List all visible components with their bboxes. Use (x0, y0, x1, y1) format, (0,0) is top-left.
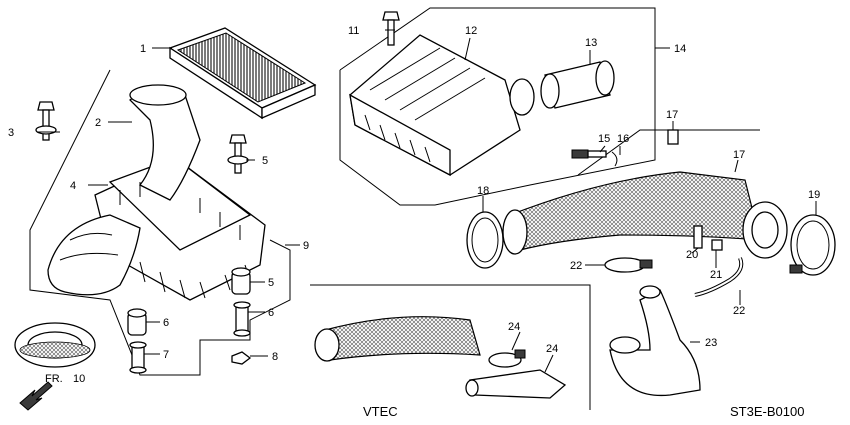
hose-clamp-upper[interactable] (604, 257, 653, 273)
callouts: 1 2 3 4 5 5 6 6 7 8 9 10 11 12 13 14 15 … (8, 25, 820, 419)
air-cleaner-cover[interactable] (349, 34, 535, 177)
callout-3: 14 (674, 43, 686, 55)
callout-22-center: 5 (262, 155, 268, 167)
vtec-tube[interactable] (465, 369, 567, 399)
callout-20: 15 (598, 133, 610, 145)
temp-sensor[interactable] (571, 149, 607, 159)
bolt-left[interactable] (35, 101, 57, 141)
callout-7: 1 (140, 43, 146, 55)
collar-right[interactable] (233, 301, 251, 337)
callout-8: 17 (733, 149, 745, 161)
callout-17-upper: 22 (570, 260, 582, 272)
callout-10: 9 (303, 240, 309, 252)
gasket-seal[interactable] (14, 322, 96, 368)
air-filter-element[interactable] (168, 27, 317, 120)
hose-clamp-lower[interactable] (488, 349, 526, 368)
callout-5-right: 5 (268, 277, 274, 289)
nut[interactable] (231, 351, 252, 365)
callout-11: 4 (70, 180, 76, 192)
callout-16: 24 (546, 343, 558, 355)
group-outline-upper-cover (339, 7, 656, 206)
intake-hose-main[interactable] (502, 171, 788, 259)
callout-1: 16 (617, 133, 629, 145)
connector-lower[interactable] (711, 239, 723, 251)
leader-lines (38, 29, 817, 373)
hose-clamp-ring[interactable] (466, 211, 504, 269)
hose-fitting[interactable] (693, 225, 703, 249)
resonator-sleeve[interactable] (540, 60, 615, 109)
hose-band-clamp[interactable] (789, 214, 836, 276)
front-direction-arrow: FR. (19, 373, 63, 411)
callout-12: 10 (73, 373, 85, 385)
grommet-left[interactable] (127, 308, 147, 336)
callout-2: 12 (465, 25, 477, 37)
callout-14: 2 (95, 117, 101, 129)
callout-22-left: 3 (8, 127, 14, 139)
bolt-center[interactable] (227, 134, 249, 174)
callout-6-right: 6 (268, 307, 274, 319)
sensor-clip[interactable] (611, 151, 618, 167)
vtec-label: VTEC (363, 404, 398, 419)
callout-17-lower: 24 (508, 321, 520, 333)
callout-19: 22 (733, 305, 745, 317)
callout-24-upper: 17 (666, 109, 678, 121)
diagram-code: ST3E-B0100 (730, 404, 804, 419)
group-outline-right (577, 129, 760, 176)
group-outline-vtec (310, 284, 591, 410)
front-label: FR. (45, 373, 63, 385)
callout-24-lower: 21 (710, 269, 722, 281)
callout-15: 23 (705, 337, 717, 349)
callout-21: 8 (272, 351, 278, 363)
callout-13: 18 (477, 185, 489, 197)
callout-9: 20 (686, 249, 698, 261)
grommet-right[interactable] (231, 267, 251, 295)
intake-duct[interactable] (129, 84, 201, 201)
vtec-intake-hose[interactable] (314, 316, 481, 362)
intake-j-tube[interactable] (609, 285, 701, 397)
callout-18: 19 (808, 189, 820, 201)
callout-5-left: 6 (163, 317, 169, 329)
collar-left[interactable] (129, 341, 147, 374)
breather-hose[interactable] (694, 257, 744, 297)
callout-6-left: 7 (163, 349, 169, 361)
intake-resonator[interactable] (47, 214, 141, 296)
connector-upper[interactable] (667, 129, 679, 145)
group-outline-lower-box (29, 69, 291, 376)
callout-4: 13 (585, 37, 597, 49)
callout-23: 11 (348, 25, 359, 37)
bolt-top[interactable] (382, 11, 400, 46)
